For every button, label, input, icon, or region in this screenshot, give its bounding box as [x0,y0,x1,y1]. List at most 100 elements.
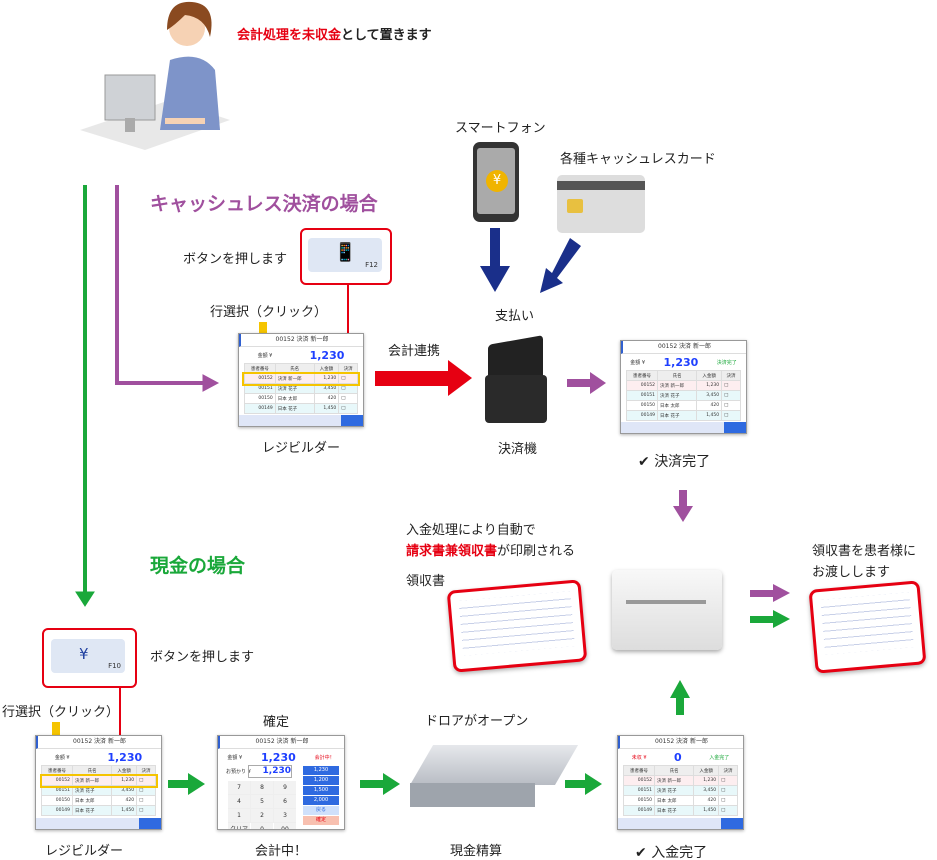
table-cell: 00150 [622,795,656,806]
keypad-key[interactable]: 2 [251,809,273,822]
table-cell: 00149 [243,403,276,414]
table-cell: 00150 [625,400,659,411]
table-cell: 00149 [625,410,659,421]
f10-key-label: F10 [108,662,121,670]
status-text: 決済完了 [716,359,737,366]
amount-value: 1,230 [663,355,699,369]
table-cell: 決済 花子 [274,383,315,394]
keypad-key[interactable]: 1 [228,809,250,822]
keypad-key[interactable]: 00 [274,823,296,829]
go-button[interactable] [724,422,746,433]
red-arrow [375,360,472,396]
printer-image [612,560,724,652]
keypad-key[interactable]: 3 [274,809,296,822]
settle-label: 現金精算 [450,844,503,859]
quick-amount-button[interactable]: 戻る [303,806,339,815]
smartphone-icon: ¥ [473,142,519,222]
quick-amount-button[interactable]: 2,000 [303,796,339,805]
quick-amount-button[interactable]: 1,230 [303,766,339,775]
quick-amount-button[interactable]: 1,200 [303,776,339,785]
cash-f10-button[interactable]: ¥ F10 [51,639,125,673]
cash-flow-line [75,185,95,607]
column-header: 入金額 [111,765,138,776]
table-cell: 3,450 [313,383,340,394]
table-cell: 1,450 [693,805,720,816]
table-header-row: 患者番号氏名入金額決済 [622,765,738,776]
go-button[interactable] [341,415,363,426]
column-header: 決済 [721,370,741,381]
cashless-flow-line [115,185,220,392]
yen-coin-icon: ¥ [79,645,89,663]
deposit-input[interactable]: 1,230 [248,765,292,778]
keypad-key[interactable]: 6 [274,795,296,808]
keypad-key[interactable]: 4 [228,795,250,808]
table-cell: 00149 [622,805,656,816]
cashless-button-callout: 📱 F12 [300,228,392,285]
drawer-open-label: ドロアがオープン [425,714,529,729]
link-label: 会計連携 [388,344,441,359]
table-cell: 日本 太郎 [657,400,698,411]
f12-key-label: F12 [365,261,378,269]
keypad-key[interactable]: 0 [251,823,273,829]
table-cell: 決済 花子 [72,785,113,796]
cashless-done-label: ✔ 決済完了 [638,454,711,470]
keypad-key[interactable]: 7 [228,781,250,794]
go-button[interactable] [139,818,161,829]
table-header-row: 患者番号氏名入金額決済 [243,363,359,374]
column-header: 決済 [338,363,359,374]
cashless-done-text: 決済完了 [654,454,711,470]
table-cell: 1,230 [313,373,340,384]
table-cell: □ [721,400,741,411]
table-header-row: 患者番号氏名入金額決済 [625,370,741,381]
status-text: 入金完了 [709,754,730,761]
screen-header: 00152 決済 新一郎 [621,341,746,354]
cashless-f12-button[interactable]: 📱 F12 [308,238,382,272]
in-progress-label: 会計中！ [255,844,308,859]
table-cell: □ [721,410,741,421]
table-cell: □ [721,380,741,391]
screen-header: 00152 決済 新一郎 [36,736,161,749]
go-button[interactable] [721,818,743,829]
cash-row-select-text: 行選択（クリック） [2,705,120,720]
table-cell: 1,450 [111,805,138,816]
table-cell: □ [338,393,359,404]
keypad-key[interactable]: 5 [251,795,273,808]
amount-value: 1,230 [309,348,345,362]
table-cell: □ [338,383,359,394]
table-cell: 決済 花子 [657,390,698,401]
keypad-key[interactable]: 8 [251,781,273,794]
smartphone-card-icon: 📱 [334,242,357,263]
column-header: 決済 [136,765,156,776]
table-cell: 420 [111,795,138,806]
amount-label: 未収 ¥ [631,754,647,761]
keypad-key[interactable]: 9 [274,781,296,794]
amount-value: 0 [674,750,682,764]
quick-amount-button[interactable]: 1,500 [303,786,339,795]
keypad-key[interactable]: クリア [228,823,250,829]
quick-amount-button[interactable]: 確定 [303,816,339,825]
amount-value: 1,230 [260,750,296,764]
confirm-label: 確定 [263,715,290,730]
table-cell: □ [718,805,738,816]
